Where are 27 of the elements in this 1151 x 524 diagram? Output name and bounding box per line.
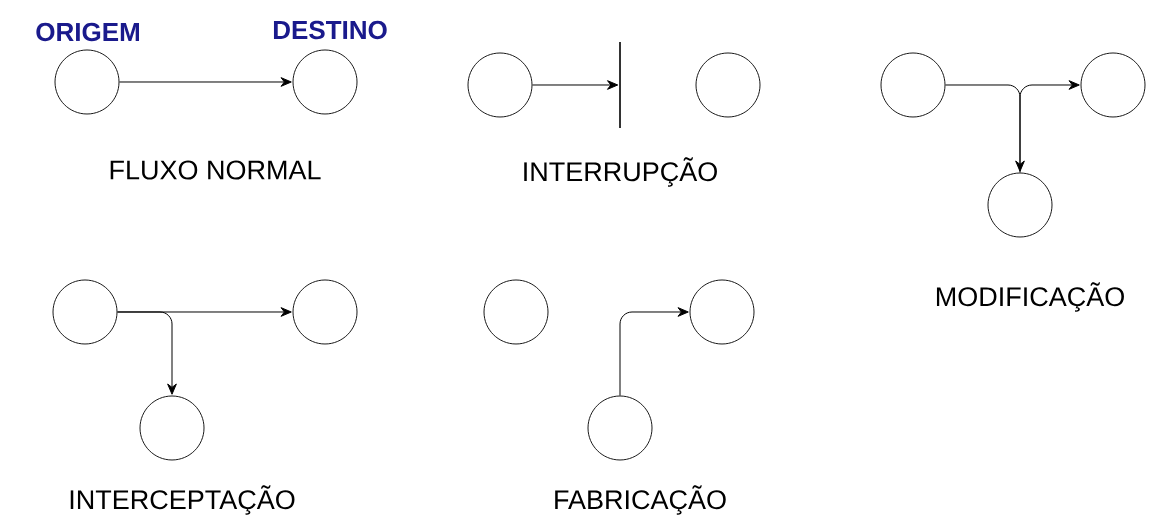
circle-node [695,52,761,118]
caption: INTERCEPTAÇÃO [70,485,295,515]
caption: INTERRUPÇÃO [524,157,717,187]
circle-node [987,172,1053,238]
circle-node [1080,52,1146,118]
arrow [531,80,619,90]
barrier-line [619,42,621,128]
caption: FLUXO NORMAL [110,160,321,180]
arrow [116,311,177,395]
endpoint-label: ORIGEM [36,22,139,42]
circle-node [292,49,358,115]
circle-node [52,279,118,345]
arrow [944,84,1025,172]
caption: FABRICAÇÃO [555,485,726,515]
circle-node [587,395,653,461]
circle-node [54,49,120,115]
circle-node [880,52,946,118]
circle-node [467,52,533,118]
arrow [619,307,689,397]
arrow [118,77,292,87]
arrow [1019,80,1080,174]
circle-node [689,279,755,345]
endpoint-label: DESTINO [273,20,387,40]
circle-node [139,395,205,461]
caption: MODIFICAÇÃO [936,282,1124,312]
circle-node [483,279,549,345]
circle-node [292,279,358,345]
